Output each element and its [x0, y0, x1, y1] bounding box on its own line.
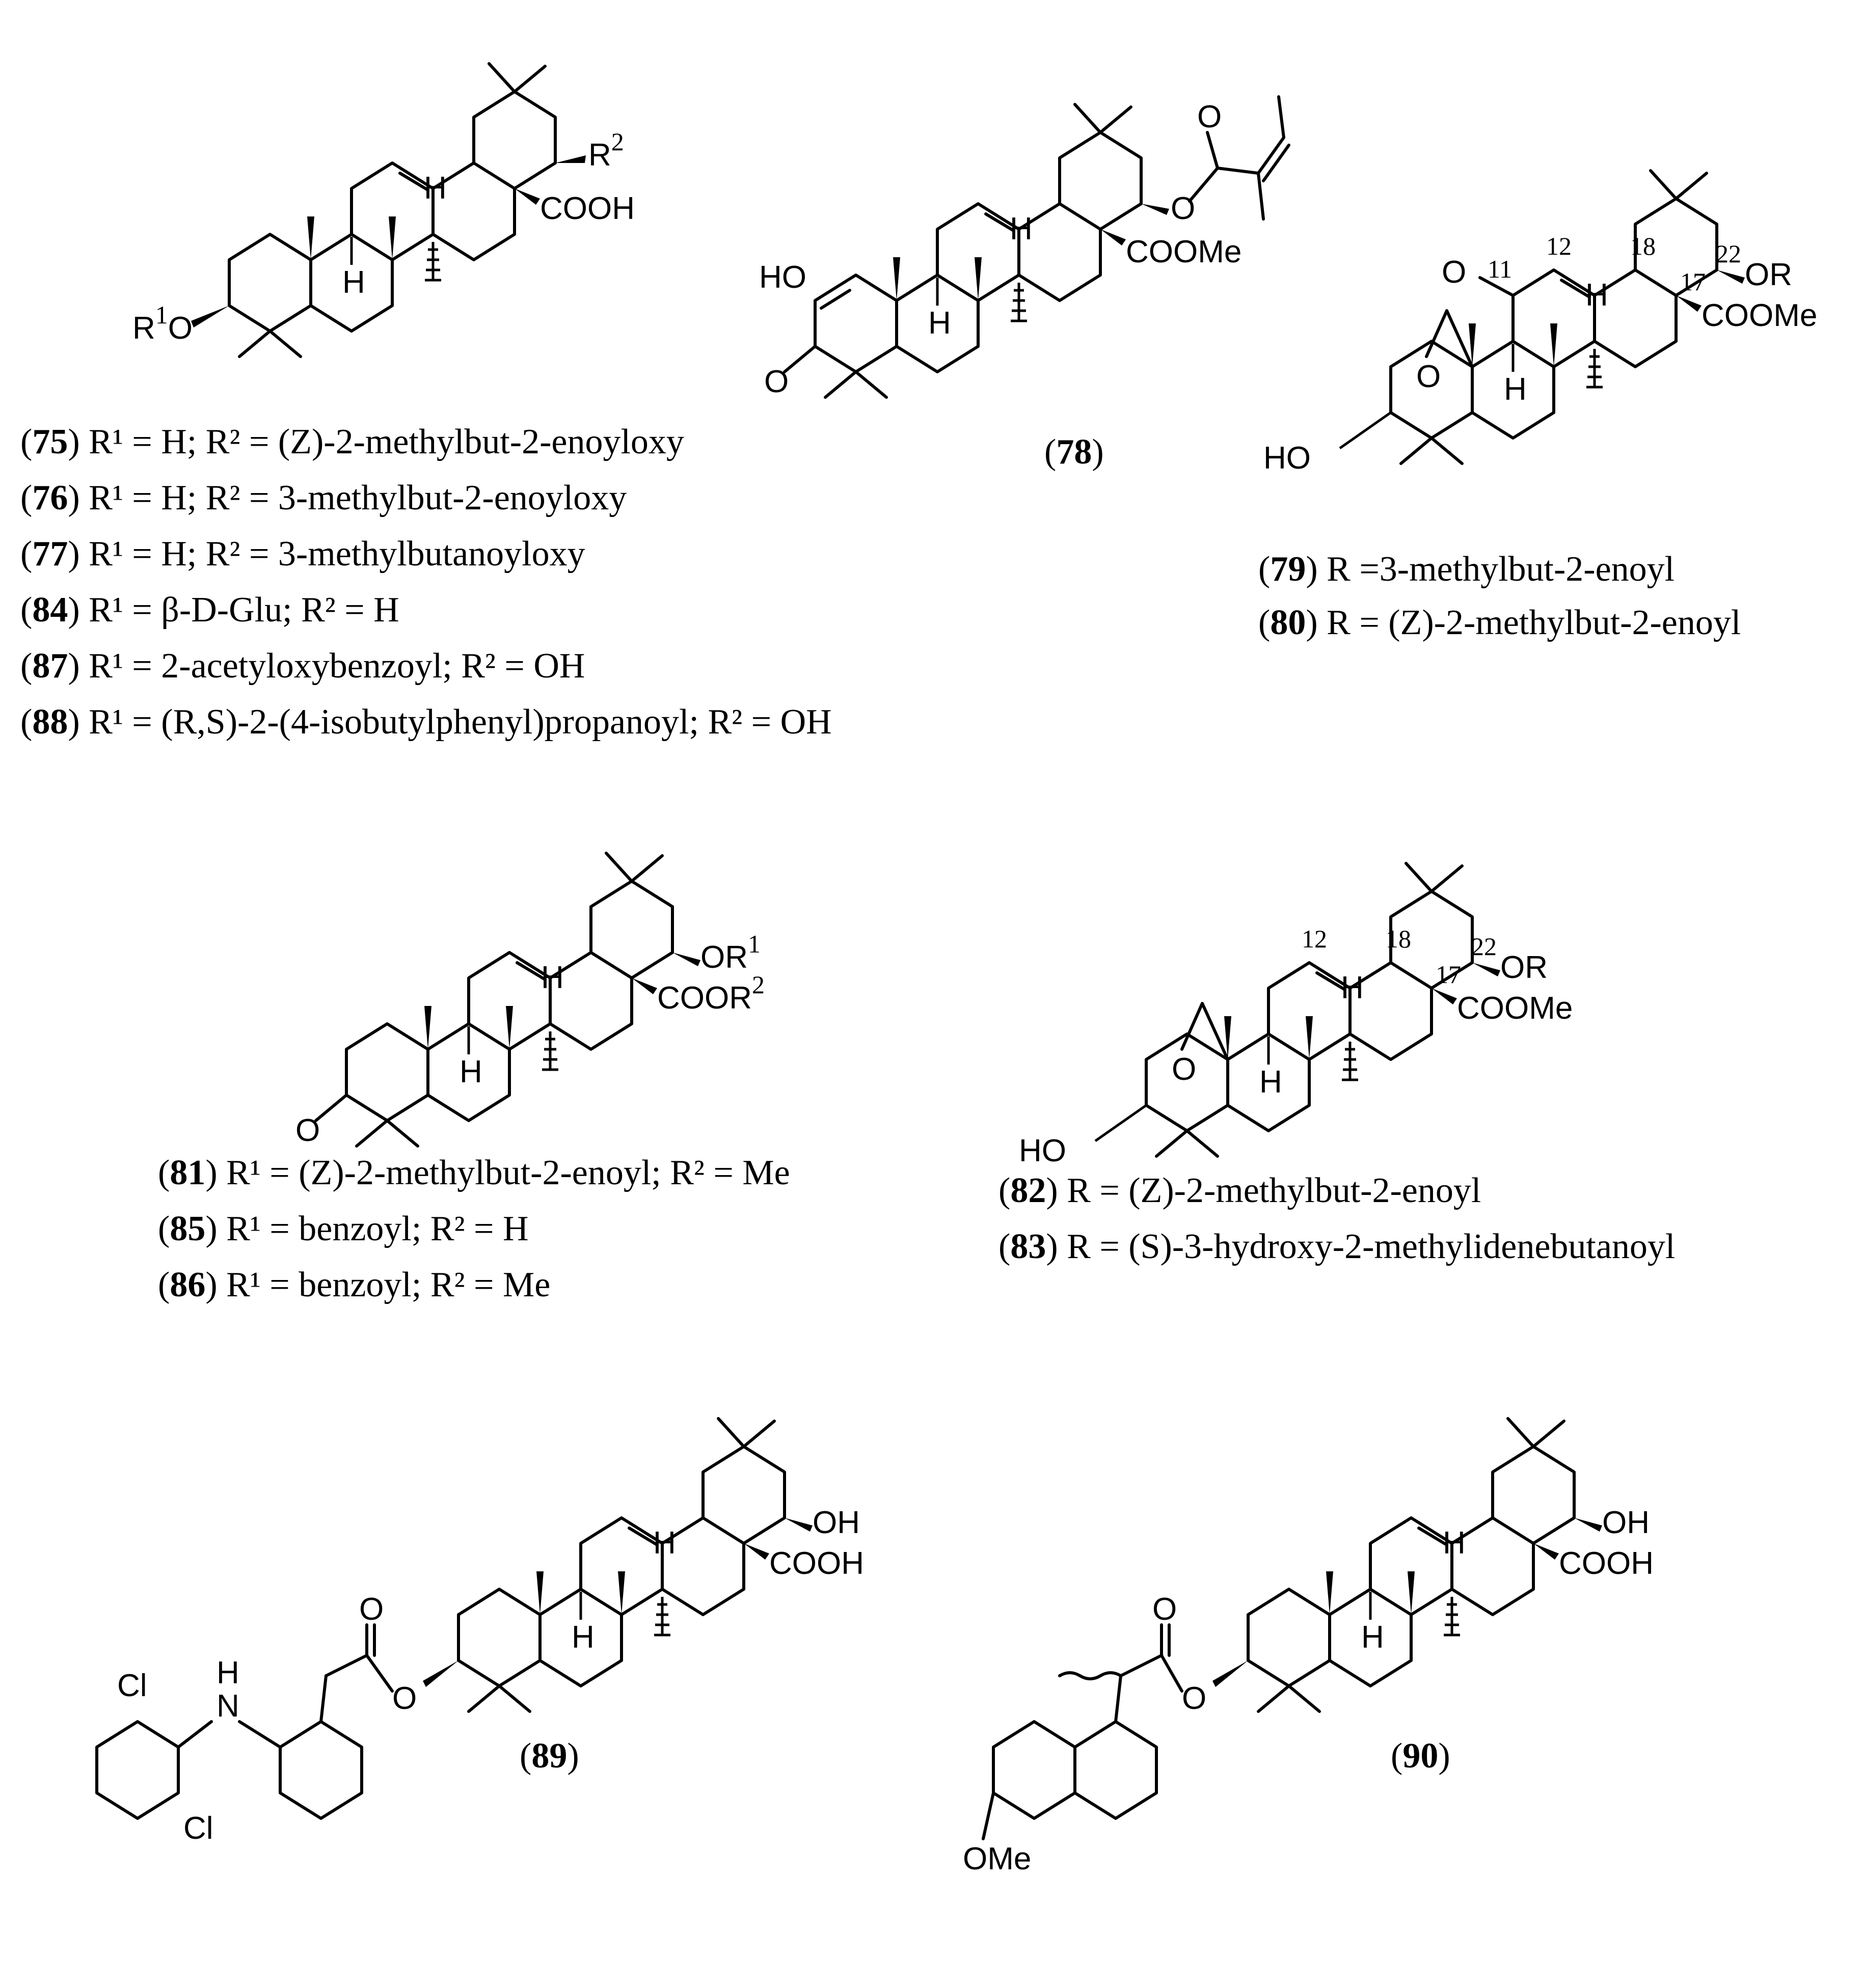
ho-label: HO	[1019, 1133, 1066, 1168]
structure-top-middle: HO O H H COOMe O O	[759, 95, 1290, 399]
structure-bottom-left: H H COOH OH O O N H Cl Cl	[95, 1419, 864, 1846]
h-upper-label: H	[572, 1620, 595, 1655]
h-upper-label: H	[460, 1054, 482, 1090]
compound-84: (84) R¹ = β-D-Glu; R² = H	[20, 590, 399, 630]
h-lower-label: H	[1341, 970, 1364, 1005]
caption-89: (89)	[520, 1736, 579, 1776]
nh-h-label: H	[217, 1655, 239, 1691]
ho-label: HO	[759, 260, 806, 295]
coome-label: COOMe	[1702, 298, 1817, 333]
compound-87: (87) R¹ = 2-acetyloxybenzoyl; R² = OH	[20, 646, 585, 686]
h-lower-label: H	[424, 171, 447, 206]
compound-88: (88) R¹ = (R,S)-2-(4-isobutylphenyl)prop…	[20, 702, 832, 742]
oh-label: OH	[813, 1505, 860, 1540]
compound-76: (76) R¹ = H; R² = 3-methylbut-2-enoyloxy	[20, 478, 627, 518]
compound-85: (85) R¹ = benzoyl; R² = H	[158, 1209, 529, 1248]
structure-top-left: H H COOH R2 R1O	[132, 64, 635, 357]
cooh-label: COOH	[540, 191, 635, 226]
r1o-label: R1O	[132, 301, 193, 346]
locant-22: 22	[1716, 239, 1741, 268]
nh-n-label: N	[217, 1689, 239, 1724]
compound-79: (79) R =3-methylbut-2-enoyl	[1258, 550, 1675, 589]
locant-12: 12	[1302, 924, 1327, 953]
compound-82: (82) R = (Z)-2-methylbut-2-enoyl	[998, 1171, 1481, 1210]
ester-o-label: O	[1171, 191, 1195, 226]
ester-o-label: O	[1182, 1681, 1206, 1716]
svg-text:(89): (89)	[520, 1736, 579, 1776]
carbonyl-o-label: O	[1197, 99, 1222, 134]
h-upper-label: H	[342, 265, 365, 300]
coome-label: COOMe	[1457, 991, 1573, 1026]
h-lower-label: H	[1443, 1526, 1466, 1561]
ketone-o-label: O	[764, 364, 789, 399]
compound-77: (77) R¹ = H; R² = 3-methylbutanoyloxy	[20, 534, 585, 574]
coor2-label: COOR2	[657, 970, 765, 1016]
h-upper-label: H	[1259, 1065, 1282, 1100]
cooh-label: COOH	[1559, 1546, 1654, 1581]
locant-12: 12	[1546, 232, 1572, 260]
cooh-label: COOH	[769, 1546, 864, 1581]
locant-18: 18	[1386, 924, 1411, 953]
or-label: OR	[1745, 257, 1792, 292]
caption-78: (78)	[1044, 432, 1104, 472]
locant-17: 17	[1436, 960, 1461, 989]
oh-label: OH	[1602, 1505, 1650, 1540]
h-upper-label: H	[1361, 1620, 1384, 1655]
ester-o-label: O	[392, 1681, 417, 1716]
coome-label: COOMe	[1126, 234, 1241, 269]
ome-label: OMe	[963, 1841, 1031, 1876]
compound-list-top-left: (75) R¹ = H; R² = (Z)-2-methylbut-2-enoy…	[20, 422, 832, 742]
locant-11: 11	[1488, 255, 1512, 283]
r2-label: R2	[588, 127, 624, 173]
caption-90: (90)	[1391, 1736, 1450, 1776]
locant-18: 18	[1630, 232, 1656, 260]
h-lower-label: H	[1010, 211, 1033, 247]
ketone-o-label: O	[295, 1113, 320, 1148]
h-upper-label: H	[1504, 372, 1527, 407]
structure-top-right: O 11 12 18 17 22 O HO H H COOMe OR	[1263, 171, 1817, 476]
compound-list-middle-right: (82) R = (Z)-2-methylbut-2-enoyl (83) R …	[998, 1171, 1675, 1266]
svg-text:(90): (90)	[1391, 1736, 1450, 1776]
compound-81: (81) R¹ = (Z)-2-methylbut-2-enoyl; R² = …	[158, 1153, 790, 1192]
h-lower-label: H	[1585, 278, 1608, 313]
compound-list-top-right: (79) R =3-methylbut-2-enoyl (80) R = (Z)…	[1258, 550, 1741, 642]
h-lower-label: H	[541, 960, 564, 995]
structure-middle-left: O H H COOR2 OR1	[295, 853, 765, 1148]
locant-22: 22	[1471, 932, 1497, 961]
h-upper-label: H	[928, 306, 951, 341]
h-lower-label: H	[653, 1526, 676, 1561]
svg-text:(78): (78)	[1044, 432, 1104, 472]
ketone-o-label: O	[1442, 255, 1466, 290]
compound-86: (86) R¹ = benzoyl; R² = Me	[158, 1265, 550, 1304]
carbonyl-o-label: O	[359, 1592, 384, 1627]
structure-middle-right: 12 18 17 22 O HO H H COOMe OR	[1019, 863, 1573, 1168]
or-label: OR	[1500, 950, 1548, 985]
compound-80: (80) R = (Z)-2-methylbut-2-enoyl	[1258, 603, 1741, 642]
locant-17: 17	[1680, 267, 1706, 296]
bridge-o-label: O	[1416, 359, 1441, 394]
bridge-o-label: O	[1172, 1052, 1196, 1087]
compound-83: (83) R = (S)-3-hydroxy-2-methylidenebuta…	[998, 1227, 1675, 1266]
ho-label: HO	[1263, 441, 1311, 476]
compound-75: (75) R¹ = H; R² = (Z)-2-methylbut-2-enoy…	[20, 422, 684, 461]
structure-bottom-right: H H COOH OH O O OMe	[963, 1419, 1654, 1876]
compound-list-middle-left: (81) R¹ = (Z)-2-methylbut-2-enoyl; R² = …	[158, 1153, 790, 1304]
or1-label: OR1	[700, 930, 761, 975]
carbonyl-o-label: O	[1152, 1592, 1177, 1627]
cl-bottom-label: Cl	[183, 1811, 213, 1846]
cl-top-label: Cl	[117, 1668, 147, 1703]
